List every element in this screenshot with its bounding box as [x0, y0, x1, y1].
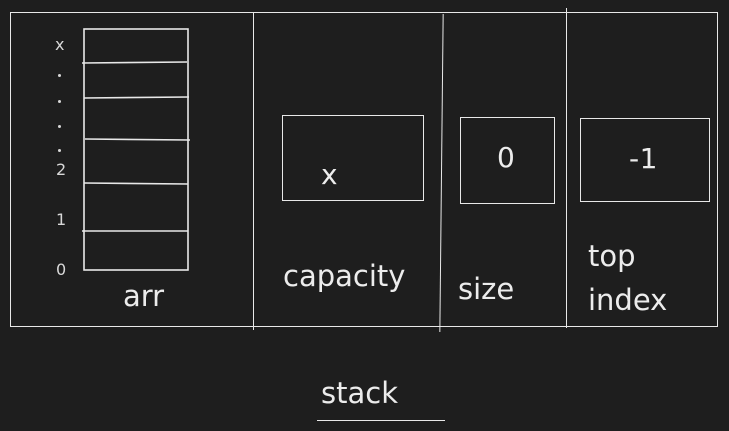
divider-1 — [253, 12, 254, 330]
caption-underline — [317, 420, 445, 421]
size-box — [460, 117, 555, 204]
size-label: size — [458, 272, 515, 306]
top-index-label-line1: top — [588, 239, 636, 273]
arr-index-2: 2 — [56, 160, 67, 179]
top-index-box — [580, 118, 710, 202]
arr-index-x: x — [55, 35, 65, 54]
capacity-label: capacity — [283, 259, 406, 293]
top-index-value: -1 — [629, 142, 658, 175]
top-index-label-line2: index — [588, 283, 668, 317]
diagram-caption: stack — [321, 376, 398, 410]
arr-index-1: 1 — [56, 210, 67, 229]
divider-3 — [566, 8, 567, 328]
capacity-value: x — [321, 158, 339, 191]
arr-index-0: 0 — [56, 260, 67, 279]
arr-label: arr — [123, 279, 165, 313]
stack-struct-outline — [10, 12, 718, 327]
arr-ellipsis-dot — [58, 74, 61, 77]
arr-ellipsis-dot — [58, 100, 61, 103]
arr-ellipsis-dot — [58, 149, 61, 152]
capacity-box — [282, 115, 424, 201]
arr-ellipsis-dot — [58, 125, 61, 128]
size-value: 0 — [497, 141, 516, 174]
